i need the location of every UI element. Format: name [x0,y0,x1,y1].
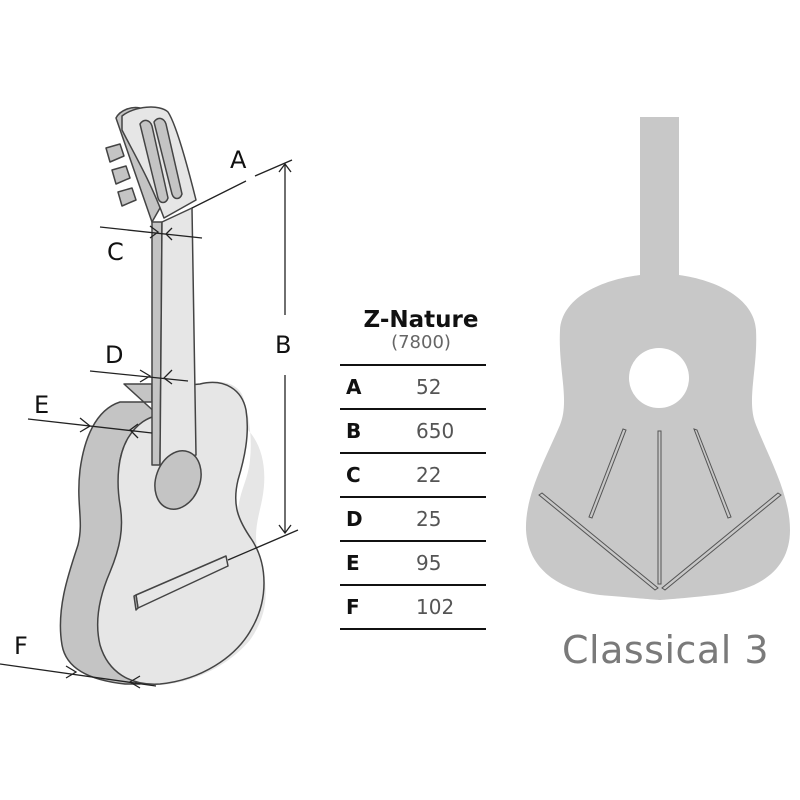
dim-label-a: A [230,146,247,174]
model-title: Z-Nature [363,307,479,333]
dimensions-table: A 52 B 650 C 22 D 25 E 95 F 102 [340,363,486,630]
table-row: F 102 [340,583,486,630]
brace [657,430,662,585]
table-row: E 95 [340,539,486,585]
dim-key: B [340,407,396,453]
dim-label-c: C [107,238,124,266]
dimension-lines [0,159,299,689]
dim-key: C [340,451,396,497]
bridge-side [133,594,139,611]
dim-key: D [340,495,396,541]
headstock-slot-1 [139,119,169,204]
dim-value: 95 [396,539,486,585]
brace [538,492,659,591]
table-row: D 25 [340,495,486,541]
dim-label-e: E [34,391,50,419]
dim-key: A [340,363,396,409]
tuning-peg-3 [117,187,137,207]
dim-value: 25 [396,495,486,541]
fan-braces [538,428,782,591]
bracing-silhouette [525,117,790,600]
table-row: A 52 [340,363,486,409]
spec-table-block: Z-Nature (7800) A 52 B 650 C 22 D 25 E 9… [340,307,486,630]
brace [661,492,782,591]
dim-value: 650 [396,407,486,453]
brace [588,428,627,519]
tuning-peg-1 [105,143,125,163]
tuning-peg-2 [111,165,131,185]
dim-label-f: F [14,632,28,660]
dim-value: 52 [396,363,486,409]
dim-label-d: D [105,341,124,369]
dim-key: F [340,583,396,630]
dim-key: E [340,539,396,585]
silhouette-neck [640,117,679,277]
neck-top [159,207,197,466]
brace [693,428,732,519]
dim-value: 22 [396,451,486,497]
isometric-guitar [59,106,266,686]
guitar-top-outline [96,381,265,685]
table-row: B 650 [340,407,486,453]
dim-value: 102 [396,583,486,630]
headstock-slot-2 [153,117,183,200]
sound-hole [154,450,202,510]
silhouette-sound-hole [629,348,689,408]
dim-label-b: B [275,331,292,359]
bracing-pattern-label: Classical 3 [562,628,770,672]
table-row: C 22 [340,451,486,497]
model-code: (7800) [391,332,451,354]
